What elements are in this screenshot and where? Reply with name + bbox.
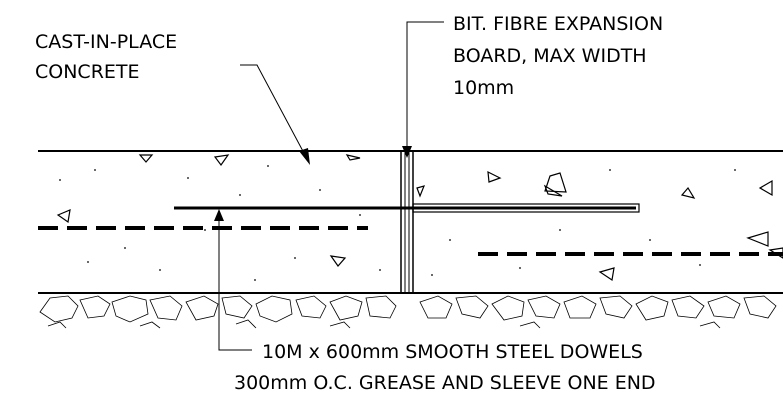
dowel-leader-arrow: [214, 209, 224, 221]
concrete-leader-arrow: [299, 148, 310, 165]
concrete-aggregate: [56, 154, 783, 282]
expansion-board-leader-arrow: [402, 146, 412, 158]
dowel-leader-line: [218, 218, 252, 351]
concrete-speckles: [59, 165, 736, 281]
concrete-label: CAST-IN-PLACE CONCRETE: [35, 31, 183, 83]
expansion-board-leader-line: [406, 21, 444, 148]
dowels-label: 10M x 600mm SMOOTH STEEL DOWELS 300mm O.…: [234, 341, 656, 394]
expansion-board: [400, 151, 414, 293]
concrete-leader-line: [240, 64, 306, 156]
granular-base: [39, 295, 777, 329]
dowel-sleeve: [412, 203, 640, 213]
expansion-board-label: BIT. FIBRE EXPANSION BOARD, MAX WIDTH 10…: [453, 13, 669, 99]
